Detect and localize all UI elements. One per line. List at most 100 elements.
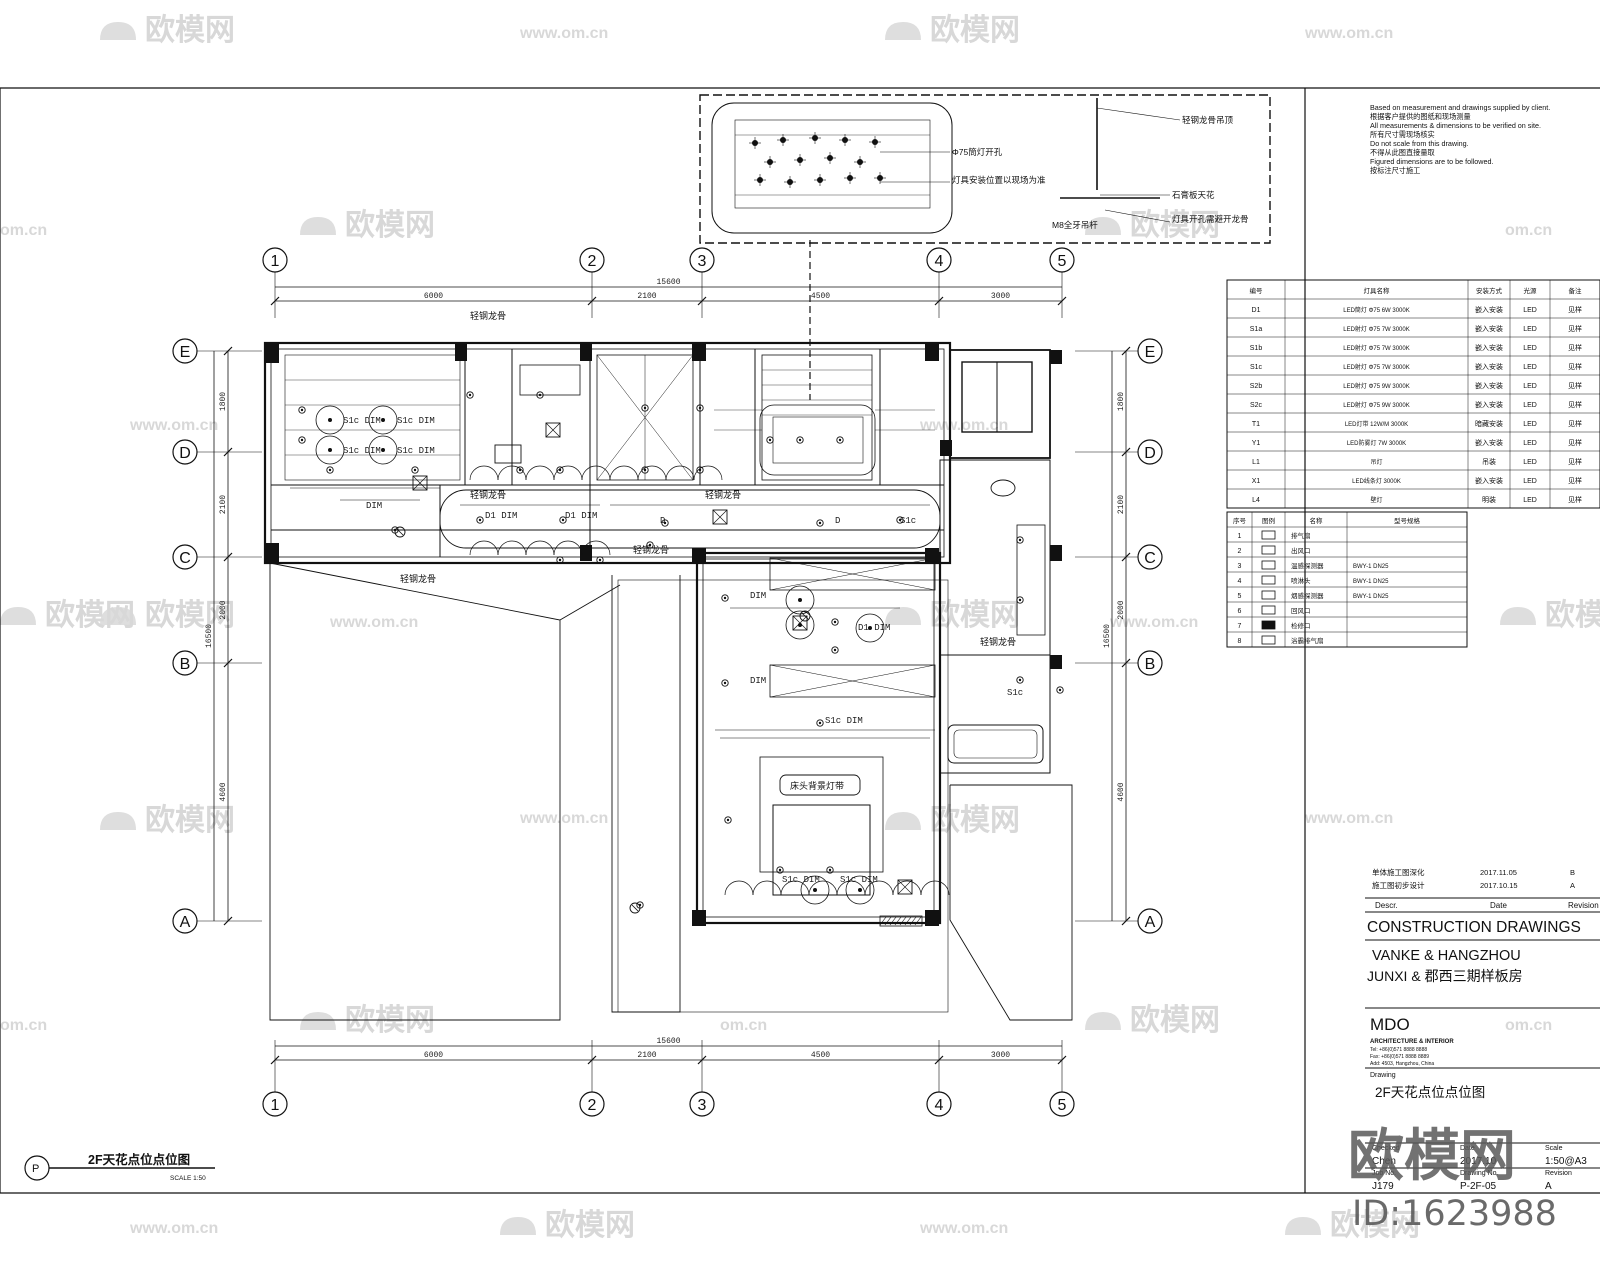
detail-callout-f: 灯具开孔需避开龙骨 — [1172, 214, 1249, 224]
fixture-table-cell: 见样 — [1568, 457, 1582, 466]
fixture-table-cell: 嵌入安装 — [1475, 305, 1503, 314]
symbol-table-cell: 3 — [1238, 563, 1242, 570]
watermark-logo-shape — [1285, 1217, 1321, 1235]
downlight-icon — [831, 646, 839, 654]
dim-top-tick — [697, 296, 707, 306]
grid-label-row: A — [1145, 914, 1156, 931]
watermark-url: om.cn — [720, 1017, 767, 1034]
drawing-no-label: Drawing No. — [1460, 1170, 1499, 1177]
fixture-table-header: 备注 — [1569, 286, 1583, 295]
downlight-icon — [721, 594, 729, 602]
fixture-table-cell: LED — [1523, 307, 1537, 314]
symbol-table-cell: 8 — [1238, 638, 1242, 645]
symbol-table-cell: BWY-1 DN25 — [1353, 594, 1389, 600]
label-s1c-dim: S1c DIM — [825, 716, 863, 726]
exhaust-fan-cross — [897, 879, 913, 895]
spotlight-ring — [368, 435, 398, 465]
downlight-dot — [726, 818, 730, 822]
dim-left-tick — [223, 346, 233, 356]
label-s1c-dim: S1c DIM — [782, 875, 820, 885]
detail-light-icon — [764, 156, 776, 168]
watermark-logo-shape — [500, 1217, 536, 1235]
revision-value: A — [1545, 1181, 1552, 1192]
plan-scale-text: SCALE 1:50 — [170, 1175, 206, 1182]
dim-right-tick — [1121, 447, 1131, 457]
downlight-ring — [536, 391, 544, 399]
ceiling-wave — [637, 465, 667, 481]
sprinkler-slash — [631, 904, 639, 912]
spotlight-icon — [855, 613, 885, 643]
downlight-icon — [836, 436, 844, 444]
firm-subtitle: ARCHITECTURE & INTERIOR — [1370, 1039, 1454, 1045]
dim-top-value: 3000 — [991, 292, 1010, 301]
ceiling-wave — [724, 880, 754, 896]
downlight-ring — [796, 436, 804, 444]
symbol-table-cell: 2 — [1238, 548, 1242, 555]
label-dim: DIM — [750, 676, 766, 686]
detail-light-icon — [844, 172, 856, 184]
spotlight-dot — [328, 448, 332, 452]
fixture-table-cell: 见样 — [1568, 381, 1582, 390]
spotlight-ring — [855, 613, 885, 643]
watermark-logo-shape — [0, 607, 36, 625]
hatch-line — [914, 916, 922, 926]
downlight-icon — [298, 406, 306, 414]
detail-light-icon — [809, 132, 821, 144]
dim-bottom-value: 4500 — [811, 1051, 830, 1060]
watermark-logo-shape — [885, 812, 921, 830]
fixture-table-cell: D1 — [1252, 307, 1261, 314]
downlight-ring — [831, 646, 839, 654]
ceiling-fixtures — [290, 391, 1064, 927]
hatch-line — [889, 916, 897, 926]
scale-label: Scale — [1545, 1145, 1563, 1152]
dim-top-value: 6000 — [424, 292, 443, 301]
exhaust-fan-cross — [792, 615, 808, 631]
dim-bottom-value: 6000 — [424, 1051, 443, 1060]
label-ceiling-line: 轻钢龙骨 — [470, 489, 506, 500]
downlight-icon — [896, 516, 904, 524]
detail-callout-e: M8全牙吊杆 — [1052, 220, 1098, 230]
label-d1-dim: D1 DIM — [485, 511, 517, 521]
ceiling-wave — [469, 540, 499, 556]
symbol-table-cell: 4 — [1238, 578, 1242, 585]
exhaust-fan-icon — [897, 879, 913, 895]
sprinkler-slash — [801, 612, 809, 620]
fixture-table-cell: X1 — [1252, 478, 1261, 485]
fixture-table-cell: LED射灯 Φ75 7W 3000K — [1343, 344, 1409, 352]
hatch-line — [899, 916, 907, 926]
grid-label-column: 2 — [588, 253, 597, 270]
dim-bottom-value: 3000 — [991, 1051, 1010, 1060]
watermark-url: www.om.cn — [329, 614, 418, 631]
watermark-brand: 欧模网 — [145, 598, 235, 633]
symbol-table-cell: 1 — [1238, 533, 1242, 540]
fixture-table-header: 编号 — [1250, 286, 1264, 295]
grid-label-row: B — [1145, 656, 1156, 673]
ceiling-wave — [864, 880, 894, 896]
label-s1c: S1c — [900, 516, 916, 526]
plan-title-text: 2F天花点位点位图 — [88, 1152, 190, 1167]
ceiling-wave — [469, 465, 499, 481]
watermark-logo-shape — [1085, 217, 1121, 235]
fixture-table-cell: 见样 — [1568, 400, 1582, 409]
exhaust-fan-cross — [545, 422, 561, 438]
watermark-logo-shape — [300, 217, 336, 235]
fixture-table-cell: LED射灯 Φ75 9W 3000K — [1343, 401, 1409, 409]
downlight-dot — [643, 406, 647, 410]
label-d: D — [835, 516, 840, 526]
revision-code: A — [1570, 881, 1575, 890]
watermark-url: www.om.cn — [1304, 810, 1393, 827]
downlight-dot — [648, 543, 652, 547]
hatch-line — [894, 916, 902, 926]
date-value: 2017.10 — [1460, 1156, 1497, 1167]
fixture-table-cell: LED — [1523, 345, 1537, 352]
grid-label-column: 2 — [588, 1097, 597, 1114]
legend-symbol-shape — [1261, 545, 1276, 555]
downlight-icon — [1016, 676, 1024, 684]
detail-callout-d: 石膏板天花 — [1172, 190, 1215, 200]
symbol-table-cell: 温感探测器 — [1291, 561, 1324, 570]
fixture-table-cell: Y1 — [1252, 440, 1261, 447]
detail-light-icon — [869, 136, 881, 148]
note-line: Based on measurement and drawings suppli… — [1370, 103, 1550, 112]
dim-left-value: 2100 — [219, 495, 228, 514]
exhaust-fan-box — [712, 509, 728, 525]
